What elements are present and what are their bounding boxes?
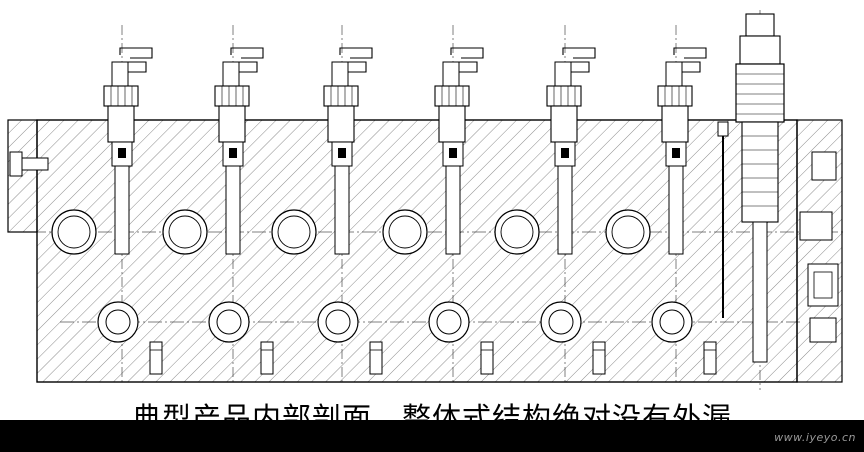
cartridge-valve-3 xyxy=(271,25,383,385)
cartridge-valve-1 xyxy=(51,25,163,385)
cartridge-valve-4 xyxy=(382,25,494,385)
manifold-section-drawing xyxy=(7,10,845,390)
cartridge-valve-6 xyxy=(605,25,717,385)
bottom-bar xyxy=(0,420,864,452)
cartridge-valve-2 xyxy=(162,25,274,385)
figure-caption: 典型产品内部剖面，整体式结构绝对没有外漏 xyxy=(131,401,732,422)
relief-valve xyxy=(717,10,785,390)
right-port-fittings xyxy=(799,151,839,343)
left-mounting-screw xyxy=(9,151,49,177)
cartridge-valve-5 xyxy=(494,25,606,385)
watermark-text: www.iyeyo.cn xyxy=(774,431,856,444)
